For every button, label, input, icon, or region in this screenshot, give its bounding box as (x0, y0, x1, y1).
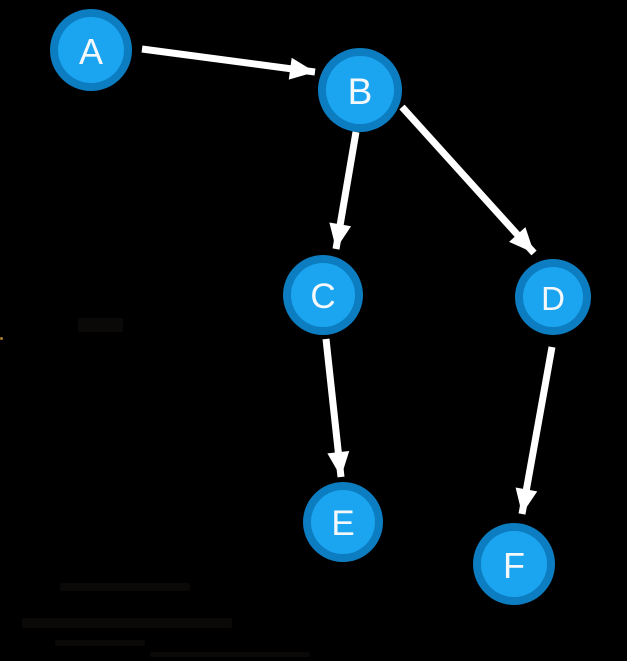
edge-B-C (329, 131, 360, 250)
node-body (326, 56, 394, 124)
node-body (58, 17, 124, 83)
node-body (481, 531, 547, 597)
dark-smudge-artifact (78, 318, 123, 332)
edge-layer (141, 45, 556, 515)
edge-C-E (322, 338, 350, 478)
node-C: C (283, 255, 363, 335)
stray-pixel-artifact (0, 337, 3, 340)
node-E: E (303, 482, 383, 562)
edge-A-B (141, 45, 316, 80)
edge-D-F (515, 346, 556, 515)
node-D: D (515, 259, 591, 335)
edge-B-D (399, 104, 537, 256)
dark-smudge-artifact (150, 652, 310, 657)
dark-smudge-artifact (60, 583, 190, 591)
node-F: F (473, 523, 555, 605)
dark-smudge-artifact (55, 640, 145, 646)
node-body (523, 267, 583, 327)
node-B: B (318, 48, 402, 132)
screen-artifacts (0, 318, 310, 657)
node-body (311, 490, 375, 554)
dark-smudge-artifact (22, 618, 232, 628)
node-body (291, 263, 355, 327)
node-A: A (50, 9, 132, 91)
